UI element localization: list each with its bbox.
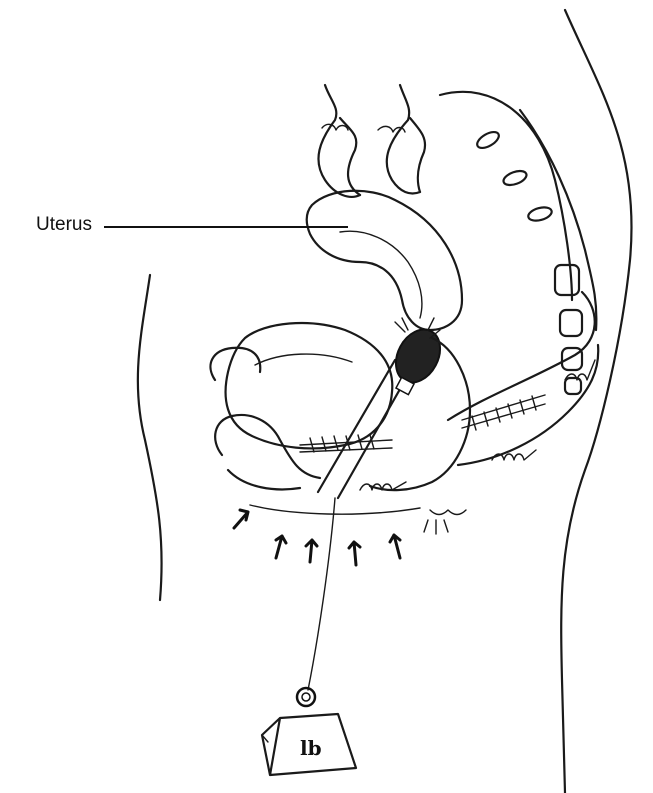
- abdomen-contour: [138, 275, 162, 600]
- uterus-label: Uterus: [36, 214, 92, 236]
- sacrum-vertebrae: [440, 92, 596, 394]
- traction-cord: [308, 498, 335, 690]
- pelvic-floor-arrows: [234, 510, 400, 565]
- uterus-outline: [307, 191, 462, 330]
- intestine-loops: [215, 415, 320, 478]
- vaginal-canal: [318, 360, 412, 498]
- spiral-mark: [360, 482, 406, 490]
- back-contour: [561, 10, 631, 793]
- bladder-outline: [226, 323, 393, 448]
- uterine-cavity: [340, 231, 422, 318]
- pessary-device: [387, 322, 449, 390]
- weight-mark: lb: [300, 736, 322, 760]
- fallopian-tubes: [318, 85, 425, 197]
- cord-ring: [297, 688, 315, 706]
